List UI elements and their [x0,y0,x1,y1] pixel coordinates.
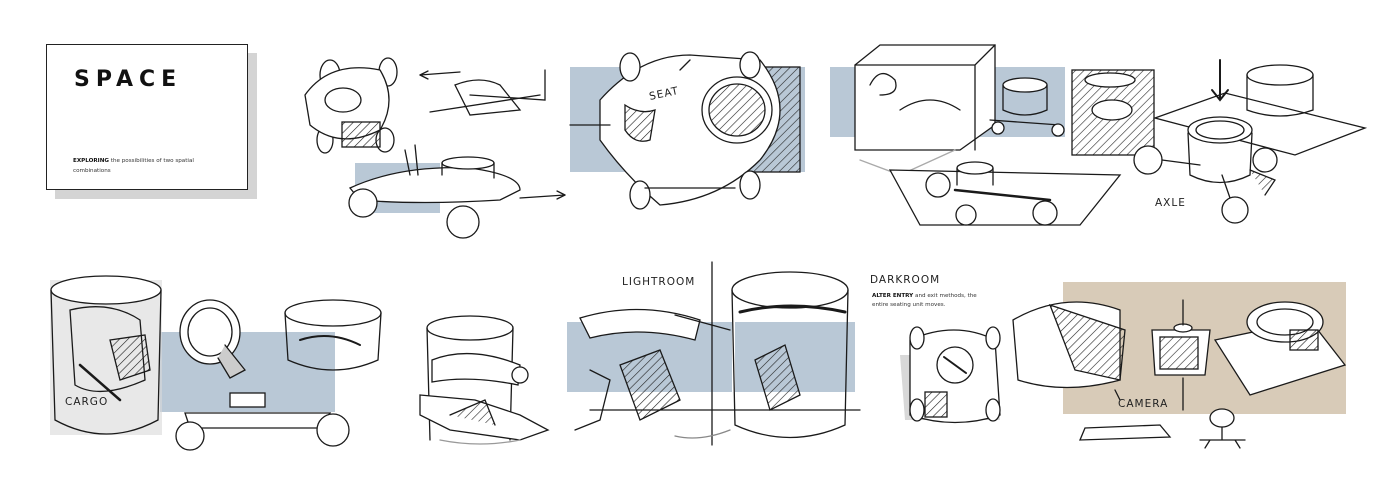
sketch-platform [1133,59,1368,224]
title-description: EXPLORING the possibilities of two spati… [73,156,223,176]
description-strong: EXPLORING [73,158,110,164]
label-darkroom: DARKROOM [870,274,940,286]
sketch-chassis-top [304,57,546,213]
title-card: SPACE EXPLORING the possibilities of two… [46,44,248,190]
sketch-chassis-side [348,144,566,239]
sketch-ring-cylinder [419,315,550,445]
sketch-vehicle-low [888,161,1122,226]
note-strong: ALTER ENTRY [872,293,914,299]
description-rest: the possibilities of two spatial combina… [73,158,194,174]
page-title: SPACE [74,67,183,92]
label-lightroom: LIGHTROOM [622,276,695,288]
sketch-pod-vehicle [900,326,1001,424]
sketch-cargo-jar [50,275,382,451]
note-alter-entry: ALTER ENTRY and exit methods, the entire… [872,292,982,310]
label-axle: AXLE [1155,197,1186,209]
sketch-camera-room [1012,282,1347,449]
label-cargo: CARGO [65,396,108,408]
sketch-box-pod [830,44,1155,176]
note-rest: and exit methods, the entire seating uni… [872,293,977,308]
label-camera: CAMERA [1118,398,1168,410]
sketch-light-dark-room [567,261,861,446]
sketch-seat-top [569,51,805,210]
